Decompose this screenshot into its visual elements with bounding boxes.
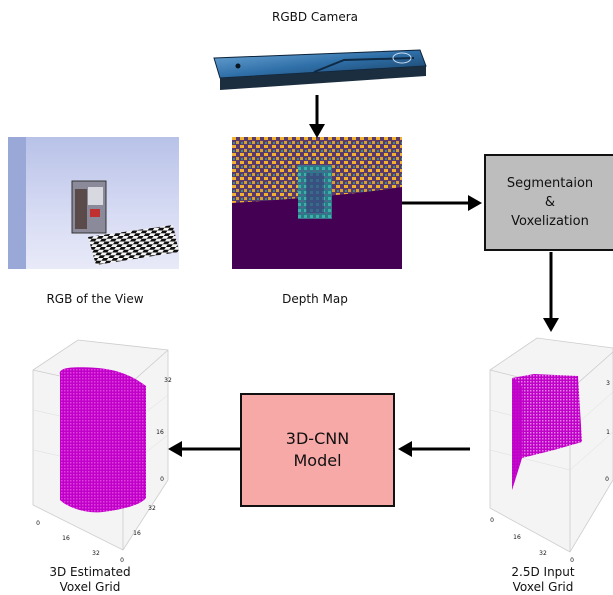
estimated-tick-right-2: 0 [160,476,164,483]
input-grid-caption: 2.5D Input Voxel Grid [511,565,575,594]
input-tick-right-1: 1 [606,429,610,436]
estimated-tick-bottom-0: 0 [36,520,40,527]
depth-map-image [232,137,402,269]
arrow-depth-to-segmentation [402,195,482,211]
segmentation-label: Segmentaion & Voxelization [506,176,594,229]
rgb-view-caption: RGB of the View [46,292,144,306]
arrow-model-to-estimated-grid [168,441,240,457]
cnn-model-box: 3D-CNN Model [240,393,395,507]
input-tick-bottom-0: 0 [490,517,494,524]
estimated-tick-bottom-2: 32 [92,550,100,557]
estimated-grid-caption: 3D Estimated Voxel Grid [49,565,131,594]
input-tick-right-2: 0 [605,476,609,483]
input-tick-right-0: 3 [606,380,610,387]
arrow-input-grid-to-model [398,441,470,457]
input-voxel-grid-plot [489,337,613,553]
input-tick-bottom-1: 16 [513,534,521,541]
rgbd-camera-image [213,49,427,90]
arrow-camera-to-depth [309,95,325,138]
estimated-tick-bottom-1: 16 [62,535,70,542]
estimated-voxel-grid-plot [32,339,169,551]
depth-map-caption: Depth Map [282,292,348,306]
estimated-tick-lr-1: 16 [133,530,141,537]
estimated-tick-bottom-3: 0 [120,557,124,564]
camera-label: RGBD Camera [271,10,358,24]
arrow-segmentation-to-input-grid [543,252,559,332]
estimated-tick-right-1: 16 [156,429,164,436]
estimated-tick-right-0: 32 [164,377,172,384]
input-tick-bottom-2: 32 [539,550,547,557]
estimated-tick-lr-0: 32 [148,505,156,512]
cnn-model-label: 3D-CNN Model [285,429,350,470]
segmentation-voxelization-box: Segmentaion & Voxelization [484,154,613,251]
rgb-view-image [8,137,179,269]
input-tick-bottom-3: 0 [570,557,574,564]
